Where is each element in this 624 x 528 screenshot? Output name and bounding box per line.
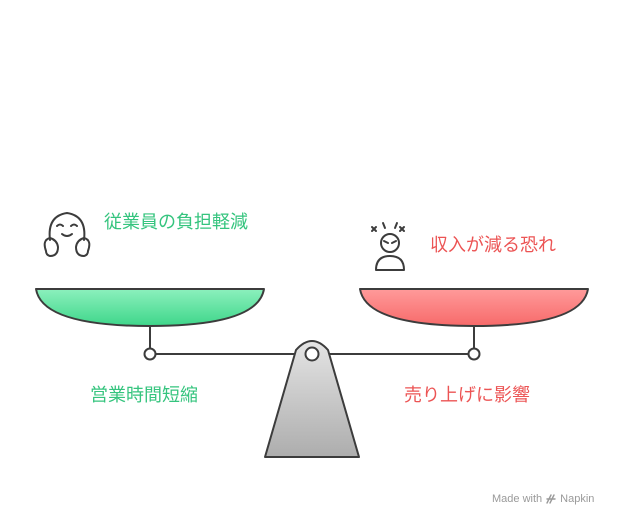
napkin-credit: Made with Napkin bbox=[492, 493, 594, 505]
stressed-person-icon bbox=[371, 222, 405, 271]
pivot-joint bbox=[304, 346, 320, 362]
scale-stand bbox=[264, 340, 360, 458]
made-with-text: Made with bbox=[492, 493, 543, 505]
right-side-caption: 売り上げに影響 bbox=[404, 385, 530, 406]
left-side-caption: 営業時間短縮 bbox=[90, 385, 198, 406]
right-joint bbox=[467, 347, 481, 361]
happy-face-icon bbox=[43, 212, 91, 257]
right-pan bbox=[359, 288, 589, 327]
napkin-brand-text: Napkin bbox=[560, 493, 595, 505]
left-pan bbox=[35, 288, 265, 327]
right-pan-label: 収入が減る恐れ bbox=[430, 235, 556, 256]
left-pan-label: 従業員の負担軽減 bbox=[104, 212, 248, 233]
left-joint bbox=[143, 347, 157, 361]
napkin-logo-icon bbox=[546, 494, 556, 504]
